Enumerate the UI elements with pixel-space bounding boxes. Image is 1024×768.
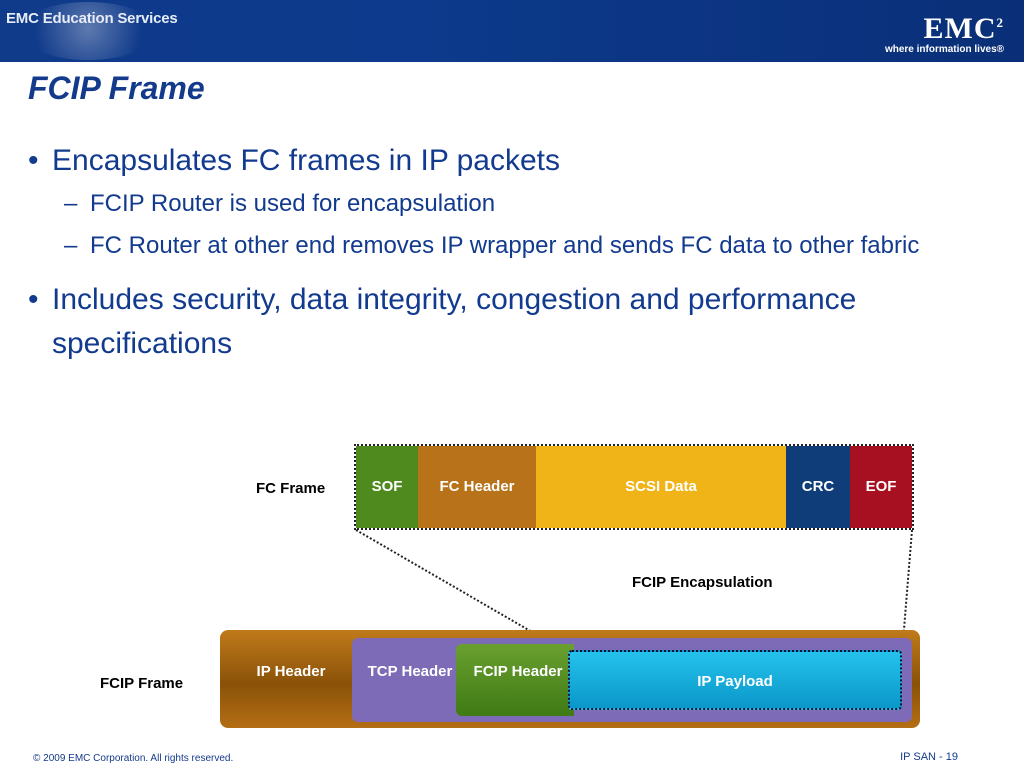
bullet-2: •Includes security, data integrity, cong… bbox=[28, 283, 857, 360]
fc-frame: SOF FC Header SCSI Data CRC EOF bbox=[354, 444, 914, 530]
copyright: © 2009 EMC Corporation. All rights reser… bbox=[33, 753, 234, 764]
scsi-data-segment: SCSI Data bbox=[536, 446, 786, 528]
bullet-list: •Encapsulates FC frames in IP packets –F… bbox=[28, 142, 988, 366]
bullet-2-text: Includes security, data integrity, conge… bbox=[52, 283, 857, 360]
sub-bullet-1-text: FCIP Router is used for encapsulation bbox=[90, 190, 496, 217]
ip-payload-text: IP Payload bbox=[697, 673, 773, 690]
slide-title: FCIP Frame bbox=[28, 70, 205, 106]
fcip-diagram: FC Frame SOF FC Header SCSI Data CRC EOF… bbox=[0, 430, 1024, 740]
eof-segment: EOF bbox=[850, 446, 912, 528]
globe-icon bbox=[18, 2, 158, 60]
fcip-frame-label: FCIP Frame bbox=[100, 675, 184, 692]
sub-bullet-2-text: FC Router at other end removes IP wrappe… bbox=[90, 232, 920, 259]
bullet-1-text: Encapsulates FC frames in IP packets bbox=[52, 144, 561, 177]
header-banner: EMC Education Services EMC2 where inform… bbox=[0, 0, 1024, 62]
emc-logo: EMC2 where information lives® bbox=[885, 6, 1004, 55]
ip-header-text: IP Header bbox=[256, 663, 326, 680]
sof-segment: SOF bbox=[356, 446, 418, 528]
sub-bullet-2: –FC Router at other end removes IP wrapp… bbox=[64, 232, 920, 259]
tagline: where information lives® bbox=[884, 44, 1004, 55]
crc-segment: CRC bbox=[786, 446, 850, 528]
page-number: IP SAN - 19 bbox=[900, 751, 958, 763]
tcp-header-text: TCP Header bbox=[367, 663, 453, 680]
fc-frame-label: FC Frame bbox=[256, 480, 326, 497]
encapsulation-label: FCIP Encapsulation bbox=[632, 574, 773, 591]
fcip-header-text: FCIP Header bbox=[473, 663, 563, 680]
logo-text: EMC bbox=[923, 12, 997, 45]
brand-left: EMC Education Services bbox=[6, 10, 178, 27]
logo-sup: 2 bbox=[996, 15, 1004, 30]
ip-payload-box bbox=[568, 650, 902, 710]
fc-header-segment: FC Header bbox=[418, 446, 536, 528]
fcip-header-box bbox=[456, 644, 574, 716]
encapsulation-lines bbox=[355, 529, 913, 655]
sub-bullet-1: –FCIP Router is used for encapsulation bbox=[64, 190, 496, 217]
bullet-1: •Encapsulates FC frames in IP packets bbox=[28, 144, 561, 177]
